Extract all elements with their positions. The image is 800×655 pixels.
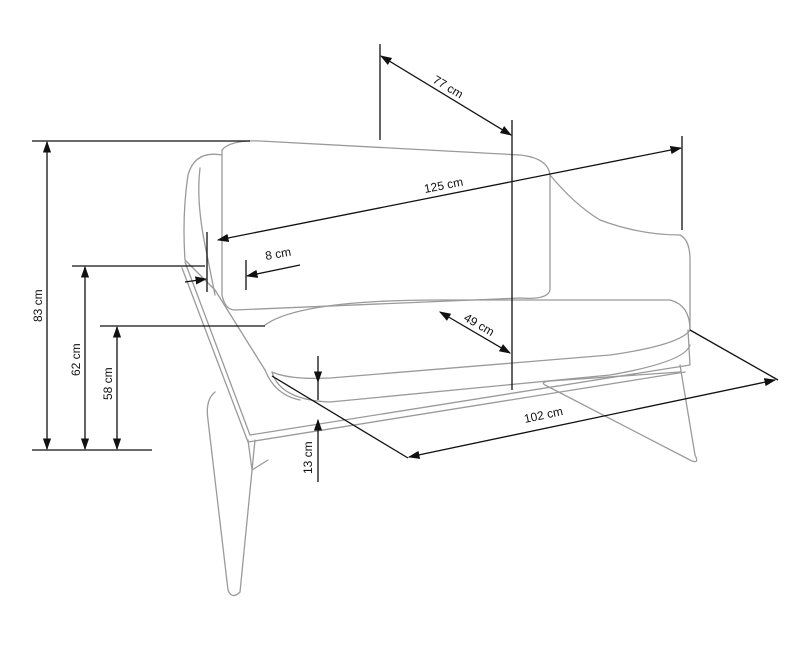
sofa-left-arm [183,153,301,401]
arrow-8cm-left [184,276,208,285]
label-102cm: 102 cm [523,404,564,426]
label-62cm: 62 cm [69,343,83,376]
sofa-left-arm-inner [198,167,216,296]
sofa-left-leg-front [206,391,256,597]
sofa-outline [181,140,698,597]
sofa-right-arm [549,174,691,331]
arrow-102cm [407,378,777,459]
sofa-base [184,261,691,436]
arrow-77cm [380,55,512,136]
label-83cm: 83 cm [31,289,45,322]
label-8cm: 8 cm [264,245,292,263]
arrow-8cm-right [245,264,301,278]
dimension-lines [32,44,779,482]
sofa-left-leg-back [247,439,269,471]
sofa-right-leg [542,364,698,463]
label-13cm: 13 cm [301,441,315,474]
sofa-seat-front [271,344,691,403]
arrow-125cm [216,146,683,242]
arrow-49cm [438,311,512,354]
sofa-backrest [221,140,551,311]
sofa-seat [264,299,691,380]
label-58cm: 58 cm [101,367,115,400]
